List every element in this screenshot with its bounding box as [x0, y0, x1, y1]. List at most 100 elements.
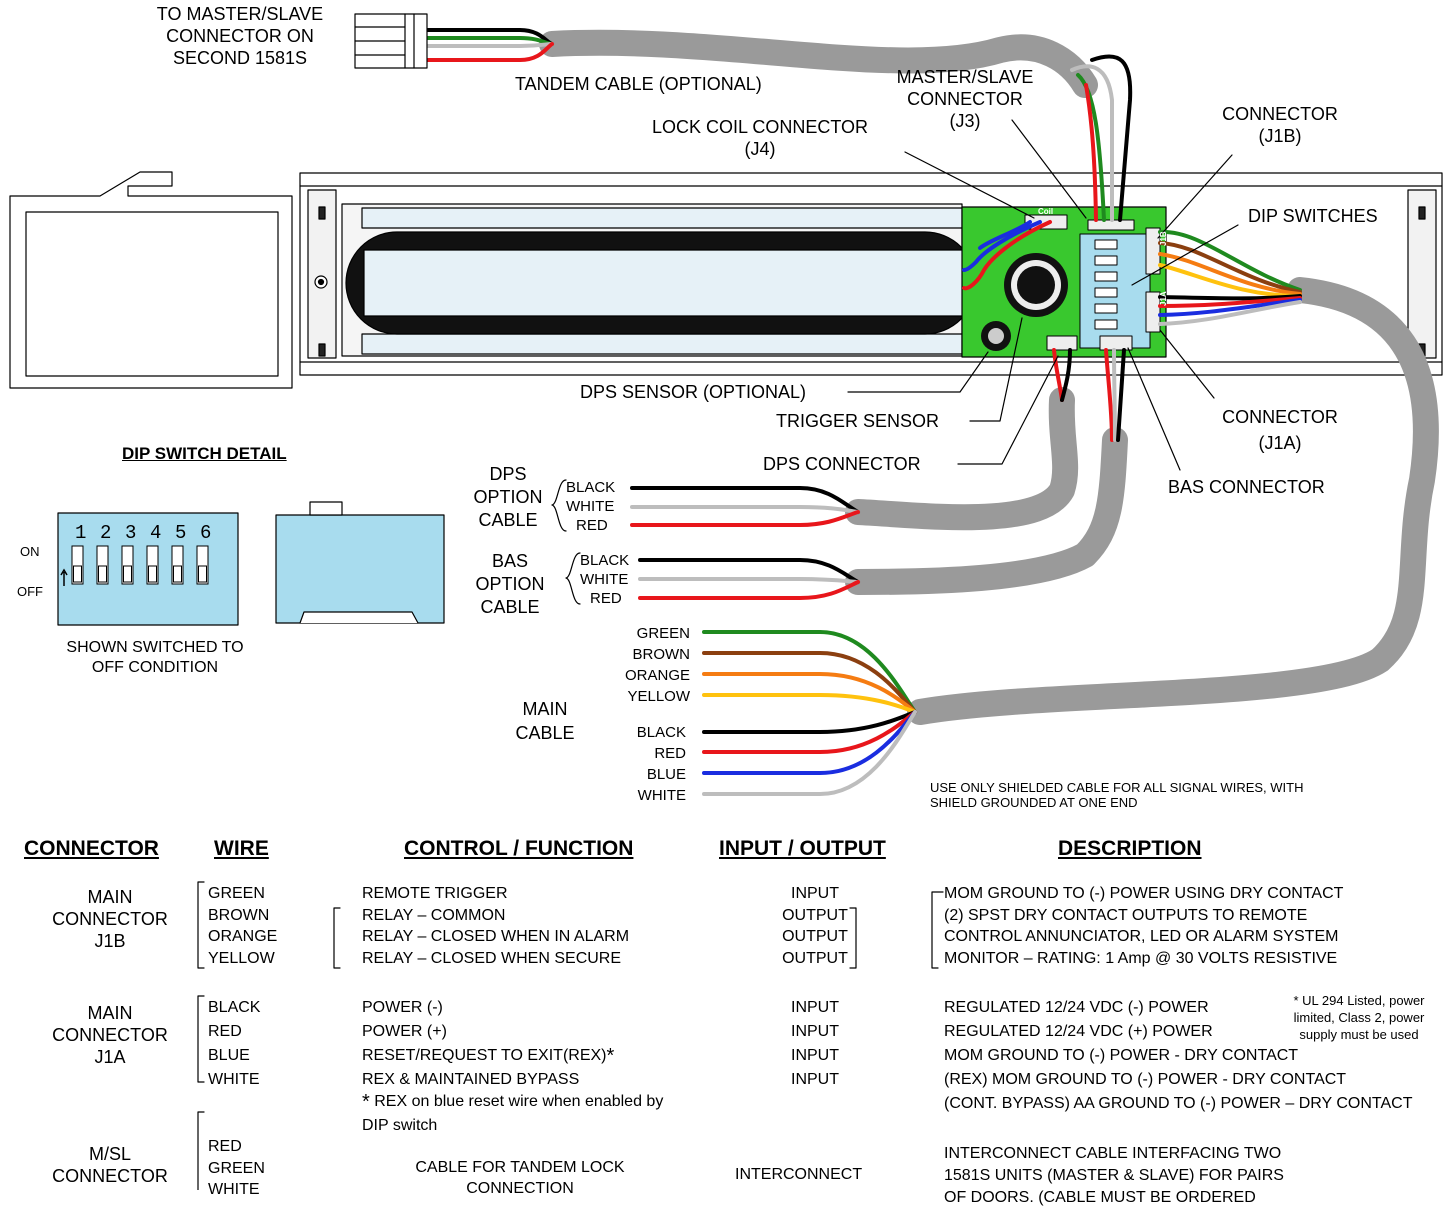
- dip-detail-knob-1: [73, 565, 82, 583]
- dip-detail-number-5: 5: [175, 522, 186, 544]
- board-dip-6: [1094, 319, 1118, 330]
- dps-sensor-label: DPS SENSOR (OPTIONAL): [580, 382, 807, 402]
- g2-function-note-2: DIP switch: [362, 1117, 438, 1134]
- g1-io-1: INPUT: [791, 885, 839, 902]
- dip-switches-label: DIP SWITCHES: [1248, 206, 1378, 226]
- g2-connector-line-2: CONNECTOR: [52, 1025, 168, 1045]
- g2-io-4: INPUT: [791, 1071, 839, 1088]
- g3-connector-line-2: CONNECTOR: [52, 1166, 168, 1186]
- bas-wire-black: BLACK: [580, 552, 630, 569]
- g2-function-note-row: * REX on blue reset wire when enabled by: [362, 1091, 664, 1113]
- connector-j1a-label: CONNECTOR (J1A): [1195, 408, 1365, 452]
- dip-detail-knob-5: [173, 565, 182, 583]
- g1-desc-3: CONTROL ANNUNCIATOR, LED OR ALARM SYSTEM: [944, 928, 1339, 945]
- tandem-cable-label: TANDEM CABLE (OPTIONAL): [515, 74, 762, 94]
- dip-detail-knob-2: [98, 565, 107, 583]
- lock-housing: [299, 172, 1443, 376]
- bas-wire-white: WHITE: [580, 571, 629, 588]
- dip-detail-switch-2: [96, 545, 109, 585]
- ms-connector-line-3: (J3): [949, 111, 981, 131]
- note-line-2: SHIELD GROUNDED AT ONE END: [930, 795, 1138, 810]
- note-line-1: USE ONLY SHIELDED CABLE FOR ALL SIGNAL W…: [930, 780, 1304, 795]
- leader-lines: [197, 119, 1239, 1190]
- dps-cable-line-1: DPS: [489, 464, 527, 484]
- g2-functions: POWER (-) POWER (+) RESET/REQUEST TO EXI…: [362, 996, 614, 1092]
- board-j1b-label: J1B: [1159, 231, 1168, 246]
- main-cable-label: MAIN CABLE: [500, 697, 590, 745]
- g2-io: INPUT INPUT INPUT INPUT: [760, 996, 870, 1092]
- bas-cable-line-3: CABLE: [480, 597, 540, 617]
- main-cable-line-2: CABLE: [515, 723, 575, 743]
- bas-wire-list: BLACK WHITE RED: [580, 551, 629, 608]
- board-dip-1: [1094, 239, 1118, 250]
- g1-wire-brown: BROWN: [208, 906, 270, 924]
- g2-wires: BLACK RED BLUE WHITE: [208, 996, 260, 1092]
- board-coil-label: Coil: [1038, 207, 1053, 216]
- main-wire-yellow: YELLOW: [627, 688, 690, 705]
- header-control-function: CONTROL / FUNCTION: [404, 837, 634, 860]
- g2-connector-line-1: MAIN: [87, 1003, 133, 1023]
- g2-desc-4: (REX) MOM GROUND TO (-) POWER - DRY CONT…: [944, 1071, 1347, 1088]
- ms-connector-line-1: MASTER/SLAVE: [896, 67, 1034, 87]
- g3-wires: RED GREEN WHITE: [208, 1136, 265, 1201]
- dip-detail-number-2: 2: [100, 522, 111, 544]
- g2-function-3-row: RESET/REQUEST TO EXIT(REX)*: [362, 1045, 615, 1067]
- g2-description: REGULATED 12/24 VDC (-) POWER REGULATED …: [944, 996, 1413, 1116]
- main-wire-black: BLACK: [636, 724, 686, 741]
- to-master-slave-label: TO MASTER/SLAVE CONNECTOR ON SECOND 1581…: [130, 5, 350, 67]
- dip-detail-switch-4: [146, 545, 159, 585]
- power-note-3: supply must be used: [1299, 1027, 1419, 1042]
- g2-function-3: RESET/REQUEST TO EXIT(REX): [362, 1047, 607, 1064]
- connector-main-j1b: MAIN CONNECTOR J1B: [20, 886, 200, 952]
- dip-detail-number-3: 3: [125, 522, 136, 544]
- connector-msl: M/SL CONNECTOR: [20, 1143, 200, 1187]
- dip-detail-knob-6: [198, 565, 207, 583]
- g3-functions: CABLE FOR TANDEM LOCK CONNECTION: [360, 1157, 680, 1199]
- dip-detail-number-4: 4: [150, 522, 161, 544]
- g2-function-4: REX & MAINTAINED BYPASS: [362, 1071, 580, 1088]
- dip-detail-switch-1: [71, 545, 84, 585]
- g1-function-1: REMOTE TRIGGER: [362, 885, 508, 902]
- g1-wire-orange: ORANGE: [208, 928, 278, 945]
- g1-desc-4: MONITOR – RATING: 1 Amp @ 30 VOLTS RESIS…: [944, 949, 1338, 967]
- dip-detail-number-6: 6: [200, 522, 211, 544]
- header-description: DESCRIPTION: [1058, 837, 1202, 860]
- dps-wire-black: BLACK: [566, 479, 616, 496]
- g2-connector-line-3: J1A: [94, 1047, 126, 1067]
- g3-desc-2: 1581S UNITS (MASTER & SLAVE) FOR PAIRS: [944, 1167, 1284, 1184]
- g1-connector-line-2: CONNECTOR: [52, 909, 168, 929]
- dps-wire-white: WHITE: [566, 498, 615, 515]
- g2-io-2: INPUT: [791, 1023, 839, 1040]
- board-dip-2: [1094, 255, 1118, 266]
- trigger-sensor-label: TRIGGER SENSOR: [776, 411, 940, 431]
- g2-desc-3: MOM GROUND TO (-) POWER - DRY CONTACT: [944, 1047, 1299, 1064]
- dip-detail-switch-6: [196, 545, 209, 585]
- dps-cable-line-2: OPTION: [473, 487, 543, 507]
- main-wire-list-upper: GREEN BROWN ORANGE YELLOW: [600, 623, 690, 707]
- wires: [423, 28, 1302, 796]
- g1-io-3: OUTPUT: [782, 928, 848, 945]
- dip-caption-line-2: OFF CONDITION: [91, 659, 219, 676]
- g3-function-1: CABLE FOR TANDEM LOCK: [415, 1159, 625, 1176]
- g1-io: INPUT OUTPUT OUTPUT OUTPUT: [760, 883, 870, 969]
- g1-function-3: RELAY – CLOSED WHEN IN ALARM: [362, 928, 630, 945]
- g3-connector-line-1: M/SL: [88, 1144, 131, 1164]
- lock-coil-line-2: (J4): [744, 139, 776, 159]
- g3-wire-red: RED: [208, 1138, 242, 1155]
- dps-wire-list: BLACK WHITE RED: [566, 478, 615, 535]
- lock-coil-line-1: LOCK COIL CONNECTOR: [651, 117, 869, 137]
- ms-connector-line-2: CONNECTOR: [907, 89, 1023, 109]
- j1a-line-1: CONNECTOR: [1222, 407, 1338, 427]
- g2-function-note-1: REX on blue reset wire when enabled by: [374, 1093, 664, 1110]
- g1-functions: REMOTE TRIGGER RELAY – COMMON RELAY – CL…: [362, 883, 629, 969]
- header-input-output: INPUT / OUTPUT: [719, 837, 886, 860]
- g2-io-1: INPUT: [791, 999, 839, 1016]
- dip-detail-title: DIP SWITCH DETAIL: [122, 444, 287, 463]
- g2-desc-5: (CONT. BYPASS) AA GROUND TO (-) POWER – …: [944, 1095, 1413, 1112]
- connector-j1b-label: CONNECTOR (J1B): [1200, 105, 1360, 145]
- dps-cable-line-3: CABLE: [478, 510, 538, 530]
- dip-caption-line-1: SHOWN SWITCHED TO: [66, 639, 244, 656]
- bas-wire-red: RED: [590, 590, 622, 607]
